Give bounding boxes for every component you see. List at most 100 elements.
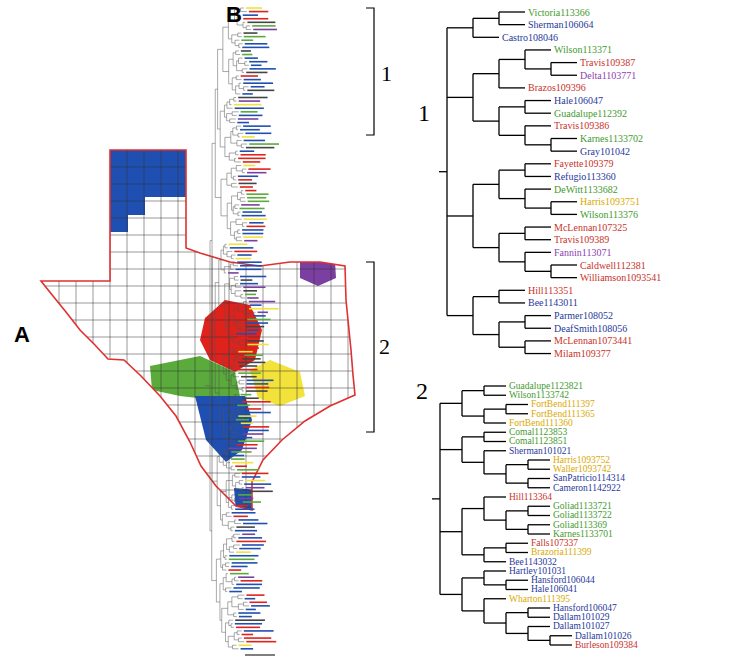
tree-branch (551, 214, 577, 215)
tiny-taxon-mark (231, 451, 251, 453)
taxon-label: Hansford106047 (553, 603, 617, 613)
tree-branch (473, 37, 499, 38)
tiny-taxon-mark (245, 294, 256, 296)
tree-branch (506, 633, 528, 634)
tiny-taxon-mark (238, 519, 258, 521)
tiny-taxon-mark (235, 530, 257, 532)
tiny-taxon-mark (236, 333, 256, 335)
tiny-taxon-mark (251, 605, 270, 607)
taxon-label: Wilson113371 (554, 44, 612, 55)
taxon-label: Sherman106064 (528, 19, 594, 30)
tiny-taxon-mark (241, 204, 259, 206)
tiny-taxon-mark (243, 14, 258, 16)
taxon-label: Wharton111395 (509, 594, 570, 604)
tiny-taxon-mark (242, 215, 266, 217)
tiny-taxon-mark (235, 107, 264, 109)
tiny-taxon-mark (244, 483, 271, 485)
tiny-taxon-mark (239, 115, 263, 117)
taxon-label: FortBend111360 (509, 418, 573, 428)
tree-branch (499, 59, 525, 60)
tree-branch (525, 252, 551, 253)
tiny-taxon-mark (234, 104, 262, 106)
tiny-taxon-mark (247, 329, 259, 331)
tree-branch (506, 580, 528, 581)
tree-branch (484, 432, 506, 433)
tree-branch (528, 487, 550, 488)
tree-branch (462, 577, 484, 578)
tiny-taxon-mark (239, 365, 257, 367)
tree-branch (484, 547, 506, 548)
tiny-taxon-mark (243, 161, 260, 163)
bracket (366, 262, 374, 432)
taxon-label: Bee1143032 (509, 557, 557, 567)
tree-branch (528, 617, 550, 618)
tree-branch (484, 395, 506, 396)
tree-branch (499, 198, 525, 199)
overview-tree (205, 8, 279, 649)
tiny-taxon-mark (238, 158, 265, 160)
tiny-taxon-mark (246, 641, 276, 643)
state-outline (41, 150, 355, 510)
group-number: 2 (379, 334, 390, 360)
taxon-label: McLennan1073441 (554, 335, 632, 346)
taxon-label: Harris1093752 (553, 455, 610, 465)
tree-branch (528, 478, 550, 479)
tiny-taxon-mark (240, 186, 253, 188)
tiny-taxon-mark (241, 75, 258, 77)
tiny-taxon-mark (247, 344, 268, 346)
tiny-taxon-mark (258, 311, 268, 313)
taxon-label: Karnes1133702 (580, 133, 643, 144)
tiny-taxon-mark (249, 11, 268, 13)
tree-branch (440, 449, 462, 450)
tiny-taxon-mark (236, 419, 249, 421)
tiny-taxon-mark (243, 32, 257, 34)
tiny-taxon-mark (249, 61, 267, 63)
tiny-taxon-mark (242, 397, 259, 399)
tiny-taxon-mark (242, 544, 264, 546)
tree-branch (473, 184, 499, 185)
tree-branch (525, 125, 551, 126)
tree-branch (528, 459, 550, 460)
tiny-taxon-mark (238, 644, 251, 646)
tree-branch (551, 277, 577, 278)
tree-branch (484, 441, 506, 442)
tree-branch (528, 626, 550, 627)
tree-branch (499, 135, 525, 136)
tree-branch (447, 97, 473, 98)
tiny-taxon-mark (241, 580, 263, 582)
tiny-taxon-mark (239, 616, 252, 618)
taxon-label: Hale106041 (531, 584, 577, 594)
tiny-taxon-mark (229, 591, 242, 593)
tiny-taxon-mark (236, 258, 252, 260)
tiny-taxon-mark (236, 526, 254, 528)
tiny-taxon-mark (246, 390, 268, 392)
tree-branch (473, 334, 499, 335)
taxon-label: Karnes1133701 (553, 529, 613, 539)
tiny-taxon-mark (238, 505, 248, 507)
tiny-taxon-mark (235, 619, 265, 621)
tree-branch (462, 436, 484, 437)
tree-branch (440, 594, 462, 595)
tiny-taxon-mark (241, 50, 251, 52)
tiny-taxon-mark (239, 100, 260, 102)
tiny-taxon-mark (242, 401, 271, 403)
tiny-taxon-mark (242, 47, 269, 49)
taxon-label: Caldwell112381 (580, 260, 646, 271)
tree-branch (499, 290, 525, 291)
tiny-taxon-mark (231, 458, 245, 460)
tiny-taxon-mark (245, 480, 265, 482)
tiny-taxon-mark (246, 147, 274, 149)
tree-branch (525, 163, 551, 164)
tree-branch (506, 552, 528, 553)
tiny-taxon-mark (238, 437, 252, 439)
tree-branch (473, 73, 499, 74)
tiny-taxon-mark (245, 354, 263, 356)
tree-branch (499, 11, 525, 12)
group-number: 1 (381, 61, 392, 87)
taxon-label: Cameron1142922 (553, 483, 621, 493)
tiny-taxon-mark (237, 122, 249, 124)
taxon-label: Harris1093751 (580, 196, 640, 207)
tiny-taxon-mark (245, 43, 268, 45)
tiny-taxon-mark (238, 537, 262, 539)
